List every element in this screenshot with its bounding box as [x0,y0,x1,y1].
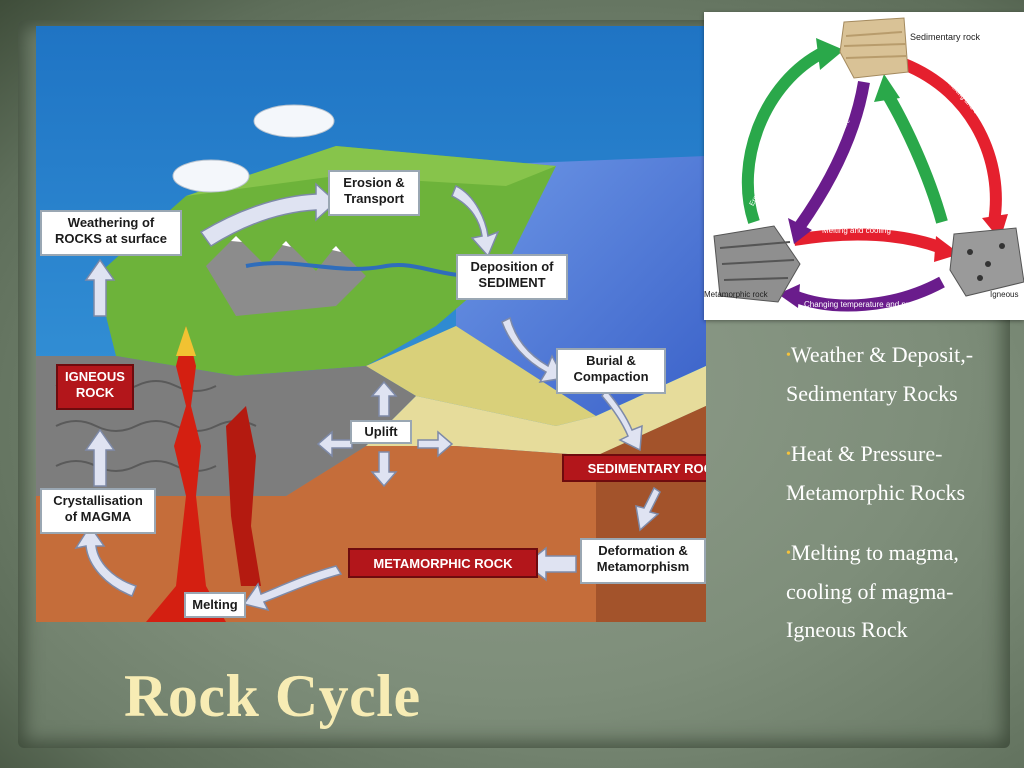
label-erosion: Erosion & Transport [328,170,420,216]
inset-arrow-changing-bottom: Changing temperature and pressure [804,300,933,309]
label-sedimentary-rock: SEDIMENTARY ROCK [562,454,706,482]
bullet-text: Heat & Pressure- Metamorphic Rocks [786,441,966,505]
bullet-text: Melting to magma, cooling of magma- Igne… [786,540,959,642]
label-deformation: Deformation & Metamorphism [580,538,706,584]
rock-cycle-diagram: Weathering of ROCKS at surface Erosion &… [36,26,706,622]
bullet-marker: • [786,447,791,462]
inset-node-igneous: Igneous [990,290,1019,299]
diagram-illustration [36,26,706,622]
bullet-item: •Melting to magma, cooling of magma- Ign… [786,534,1016,649]
label-uplift: Uplift [350,420,412,444]
inset-illustration [713,17,1024,312]
label-crystallisation: Crystallisation of MAGMA [40,488,156,534]
bullet-marker: • [786,546,791,561]
inset-node-metamorphic: Metamorphic rock [704,290,768,299]
label-burial: Burial & Compaction [556,348,666,394]
label-weathering: Weathering of ROCKS at surface [40,210,182,256]
bullet-text: Weather & Deposit,- Sedimentary Rocks [786,342,974,406]
inset-node-sedimentary: Sedimentary rock [910,32,981,42]
label-igneous-rock: IGNEOUS ROCK [56,364,134,410]
slide-title: Rock Cycle [124,663,421,729]
label-deposition: Deposition of SEDIMENT [456,254,568,300]
inset-arrow-melting-bottom: Melting and cooling [822,226,891,235]
bullet-item: •Weather & Deposit,- Sedimentary Rocks [786,336,1016,413]
label-melting: Melting [184,592,246,618]
rock-cycle-inset: Sedimentary rock Metamorphic rock Igneou… [704,12,1024,320]
bullet-item: •Heat & Pressure- Metamorphic Rocks [786,435,1016,512]
label-metamorphic-rock: METAMORPHIC ROCK [348,548,538,578]
bullet-list: •Weather & Deposit,- Sedimentary Rocks •… [786,336,1016,671]
bullet-marker: • [786,348,791,363]
